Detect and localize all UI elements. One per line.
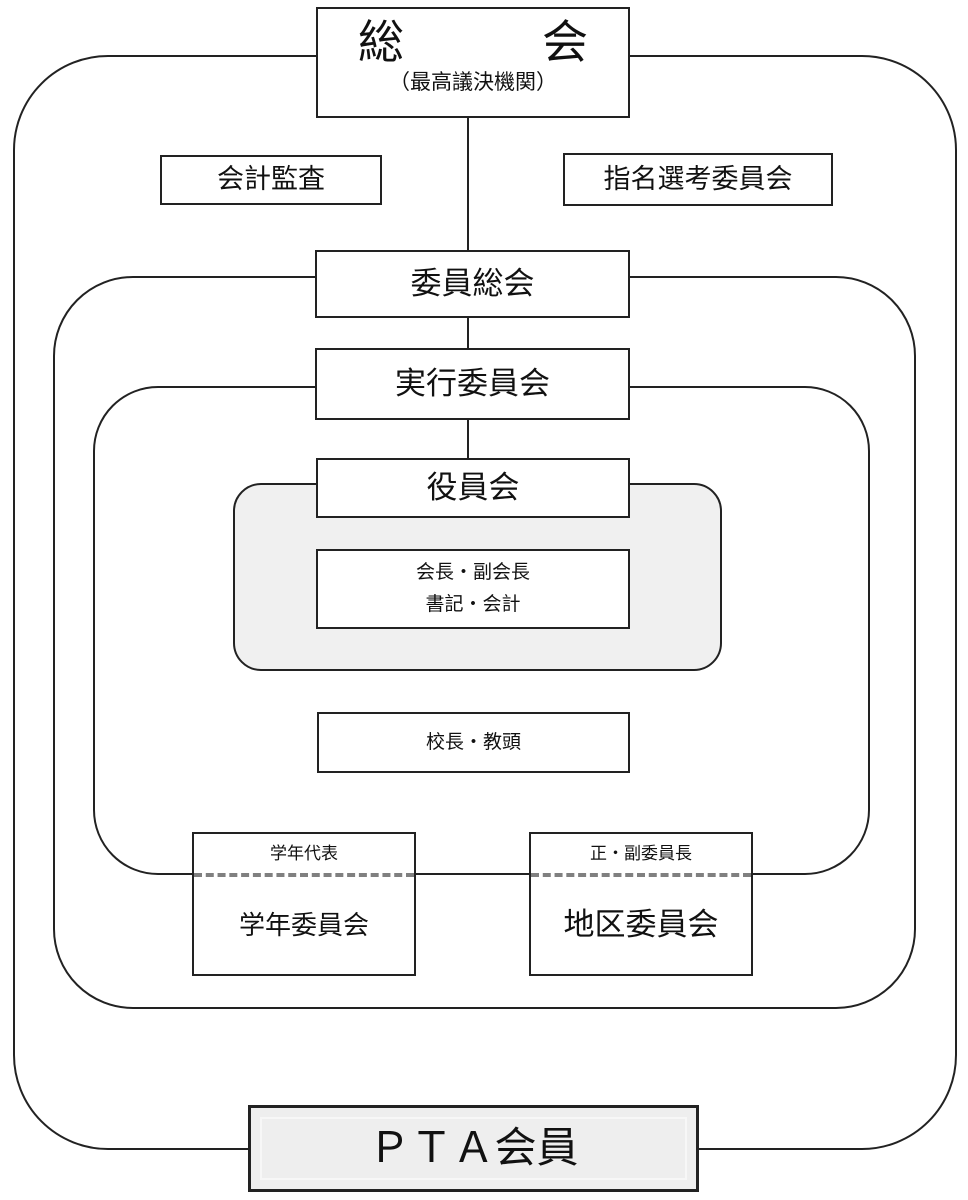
principals-label: 校長・教頭	[425, 731, 521, 753]
principals-box: 校長・教頭	[317, 712, 630, 773]
connector-executive-to-board	[467, 420, 469, 458]
committee-assembly-box: 委員総会	[315, 250, 630, 318]
pta-members-box: ＰＴＡ会員	[248, 1105, 699, 1192]
grade-committee-label: 学年委員会	[238, 910, 369, 941]
board-box: 役員会	[316, 458, 630, 518]
grade-committee-dashed-divider	[194, 873, 414, 877]
district-committee-dashed-divider	[531, 873, 751, 877]
committee-assembly-label: 委員総会	[410, 265, 535, 301]
board-label: 役員会	[426, 469, 520, 505]
district-committee-label: 地区委員会	[563, 907, 719, 943]
officers-line1: 会長・副会長	[415, 562, 530, 584]
district-chairs-label: 正・副委員長	[590, 843, 692, 863]
grade-committee-box: 学年代表 学年委員会	[192, 832, 416, 976]
nomination-committee-label: 指名選考委員会	[603, 163, 793, 194]
audit-box: 会計監査	[160, 155, 382, 205]
connector-committee-assembly-to-executive	[467, 318, 469, 348]
grade-representative-label: 学年代表	[270, 843, 338, 863]
nomination-committee-box: 指名選考委員会	[563, 153, 833, 206]
executive-committee-label: 実行委員会	[395, 365, 550, 401]
executive-committee-box: 実行委員会	[315, 348, 630, 420]
audit-label: 会計監査	[217, 164, 325, 195]
general-assembly-title: 総 会	[358, 16, 588, 68]
officers-box: 会長・副会長 書記・会計	[316, 549, 630, 629]
district-committee-box: 正・副委員長 地区委員会	[529, 832, 753, 976]
general-assembly-box: 総 会 （最高議決機関）	[316, 7, 630, 118]
pta-members-label: ＰＴＡ会員	[368, 1124, 579, 1172]
general-assembly-subtitle: （最高議決機関）	[389, 70, 557, 94]
officers-line2: 書記・会計	[425, 594, 521, 615]
connector-assembly-to-committee-assembly	[467, 118, 469, 250]
